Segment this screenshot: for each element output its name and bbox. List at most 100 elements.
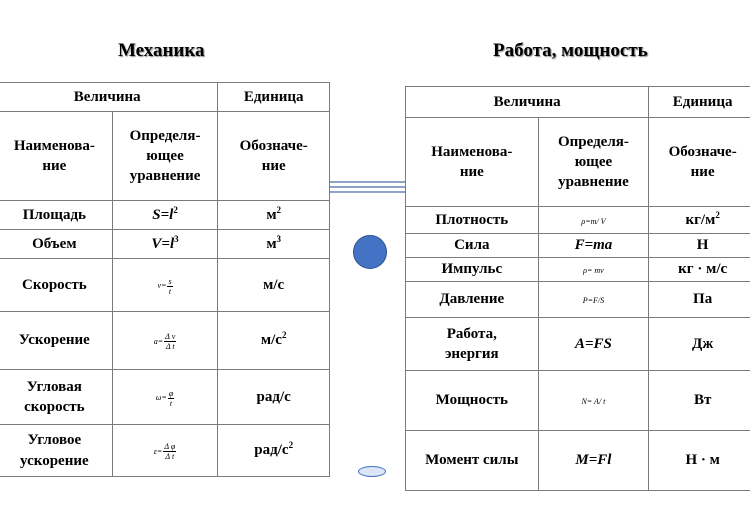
unit: Н (648, 233, 750, 258)
header-quantity: Величина (404, 86, 650, 118)
unit-base: Н · м (685, 452, 720, 469)
unit: кг · м/с (648, 257, 750, 282)
table-row: Объем V=l3 м3 (0, 229, 330, 259)
quantity-name: Сила (405, 233, 539, 258)
subheader-row: Наименова- ние Определя- ющее уравнение … (0, 111, 330, 201)
unit: Н · м (648, 430, 750, 491)
unit-base: м (266, 235, 277, 252)
unit-base: м/с (263, 276, 285, 293)
connector-line (330, 186, 405, 188)
unit-base: Па (693, 291, 713, 308)
equation: F=ma (537, 233, 650, 258)
quantity-name: Угловая скорость (0, 369, 113, 425)
formula-numerator: Δ v (164, 332, 177, 343)
formula-left: ε= (153, 446, 163, 456)
formula-denominator: Δ t (165, 342, 175, 352)
mechanics-title: Механика (118, 40, 205, 61)
formula-denominator: t (168, 286, 172, 296)
subheader-name: Наименова- ние (0, 111, 113, 201)
unit-base: Дж (692, 335, 714, 352)
equation-text: N= A/ t (581, 397, 606, 407)
quantity-name: Ускорение (0, 311, 113, 370)
connector-line (330, 191, 405, 193)
quantity-name: Давление (405, 281, 539, 318)
equation-exponent: 2 (173, 204, 178, 215)
quantity-name: Момент силы (405, 430, 539, 491)
quantity-name: Мощность (405, 370, 539, 431)
table-row: Мощность N= A/ t Вт (405, 370, 750, 431)
formula-left: ω= (155, 393, 167, 403)
unit: Па (648, 281, 750, 318)
unit: рад/с2 (217, 424, 330, 477)
quantity-name: Работа, энергия (405, 317, 539, 371)
formula-denominator: t (169, 398, 173, 408)
unit-exponent: 2 (281, 330, 287, 341)
table-row: Площадь S=l2 м2 (0, 200, 330, 230)
equation-base: S=l (152, 206, 174, 223)
quantity-name: Площадь (0, 200, 113, 230)
unit: м3 (217, 229, 330, 259)
equation-text: A=FS (574, 335, 612, 352)
unit-exponent: 2 (276, 204, 282, 215)
formula-left: a= (153, 336, 164, 346)
blue-circle-shape (353, 235, 387, 269)
quantity-name: Объем (0, 229, 113, 259)
unit-base: рад/с (256, 388, 291, 405)
equation-text: P=F/S (582, 296, 605, 306)
table-row: Работа, энергия A=FS Дж (405, 317, 750, 371)
quantity-name: Скорость (0, 258, 113, 312)
quantity-name: Импульс (405, 257, 539, 282)
equation-exponent: 3 (174, 233, 179, 244)
equation: P=F/S (537, 281, 650, 318)
equation: ρ= mv (537, 257, 650, 282)
header-unit: Единица (217, 82, 330, 112)
unit-exponent: 3 (276, 233, 282, 244)
mechanics-table: Величина Единица Наименова- ние Определя… (0, 82, 330, 477)
unit: Дж (648, 317, 750, 371)
subheader-equation: Определя- ющее уравнение (537, 117, 650, 207)
equation: V=l3 (111, 229, 219, 259)
unit-base: м/с (260, 332, 282, 349)
header-unit: Единица (648, 86, 750, 118)
table-row: Плотность ρ=m/ V кг/м2 (405, 206, 750, 234)
equation-text: F=ma (574, 237, 613, 254)
unit: м/с (217, 258, 330, 312)
formula-numerator: φ (167, 388, 175, 399)
quantity-name: Угловое ускорение (0, 424, 113, 477)
subheader-symbol: Обозначе- ние (648, 117, 750, 207)
table-row: Сила F=ma Н (405, 233, 750, 258)
subheader-symbol: Обозначе- ние (217, 111, 330, 201)
connector-line (330, 181, 405, 183)
equation-text: M=Fl (575, 452, 612, 469)
work-power-title: Работа, мощность (493, 40, 648, 61)
unit-base: рад/с (254, 442, 289, 459)
subheader-name: Наименова- ние (405, 117, 539, 207)
equation-text: ρ= mv (583, 266, 604, 276)
formula-left: v= (157, 281, 167, 291)
header-row: Величина Единица (404, 86, 750, 118)
unit: кг/м2 (648, 206, 750, 234)
unit-base: м (266, 206, 277, 223)
work-power-table: Величина Единица Наименова- ние Определя… (404, 86, 750, 491)
unit-base: кг/м (685, 211, 716, 228)
table-row: Давление P=F/S Па (405, 281, 750, 318)
unit-base: кг · м/с (678, 261, 728, 278)
subheader-row: Наименова- ние Определя- ющее уравнение … (405, 117, 750, 207)
equation: N= A/ t (537, 370, 650, 431)
ellipse-shape (358, 466, 386, 477)
equation-text: ρ=m/ V (581, 216, 606, 226)
equation-base: V=l (151, 235, 175, 252)
equation: A=FS (537, 317, 650, 371)
